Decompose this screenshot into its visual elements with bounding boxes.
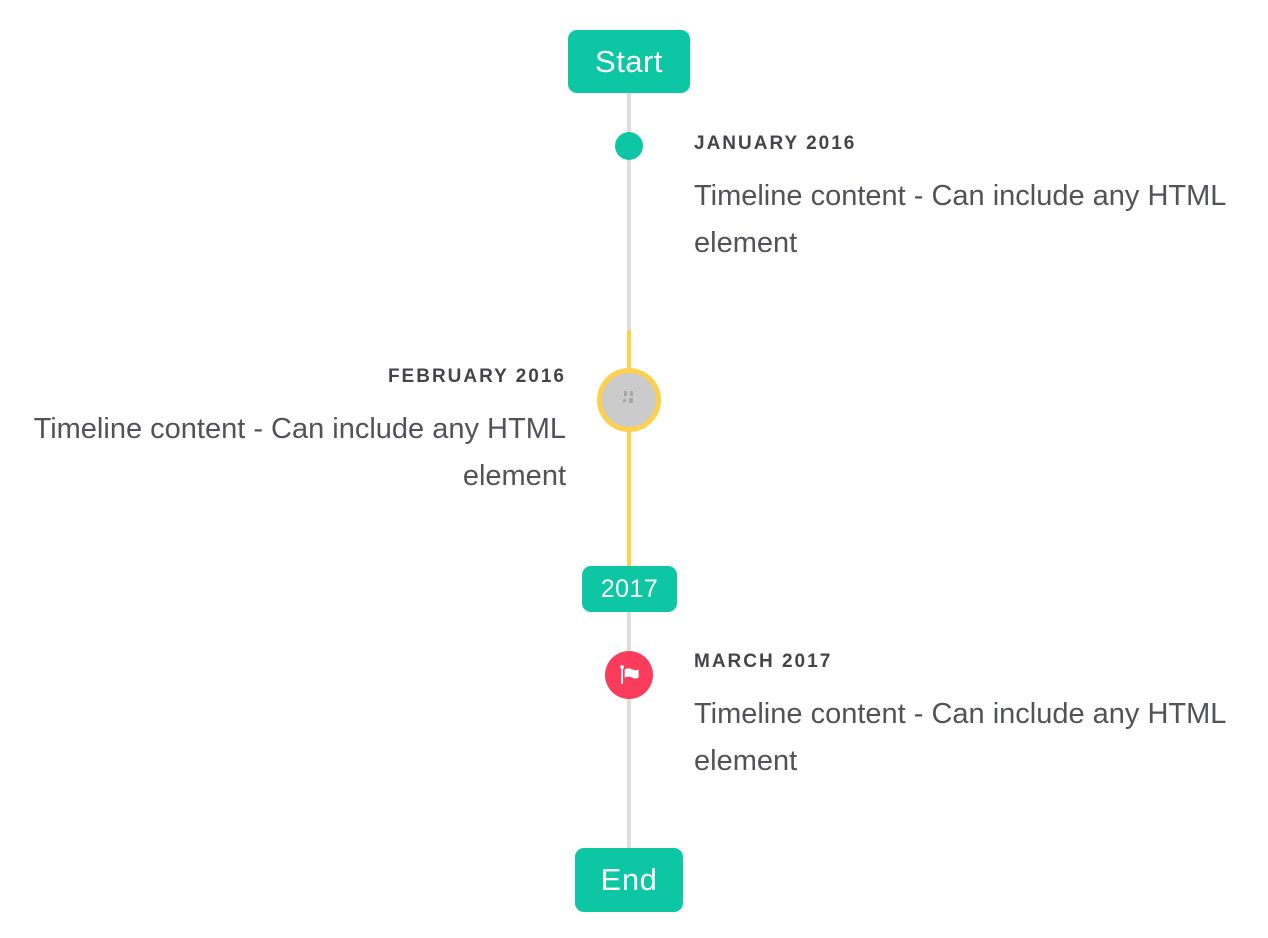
start-badge-label: Start [595,43,663,79]
timeline-end-badge: End [575,848,683,912]
timeline-year-badge: 2017 [582,566,677,612]
entry-title: MARCH 2017 [694,651,833,672]
entry-body: Timeline content - Can include any HTML … [694,180,1226,259]
entry-title: FEBRUARY 2016 [387,366,566,387]
timeline-marker-image-placeholder [597,368,661,432]
timeline-line-highlight-segment [627,330,631,566]
entry-body: Timeline content - Can include any HTML … [33,413,566,492]
end-badge-label: End [600,862,658,897]
timeline-marker-dot [615,132,643,160]
timeline-marker-flag [605,651,653,699]
timeline-entry-march-2017: MARCH 2017 Timeline content - Can includ… [694,649,1229,785]
timeline-entry-february-2016: FEBRUARY 2016 Timeline content - Can inc… [31,364,566,500]
year-badge-label: 2017 [600,574,659,603]
timeline-entry-january-2016: JANUARY 2016 Timeline content - Can incl… [694,131,1229,267]
timeline-start-badge: Start [568,30,690,93]
broken-image-icon [620,389,638,411]
entry-title: JANUARY 2016 [694,133,857,154]
flag-icon [616,662,642,688]
entry-body: Timeline content - Can include any HTML … [694,698,1226,777]
